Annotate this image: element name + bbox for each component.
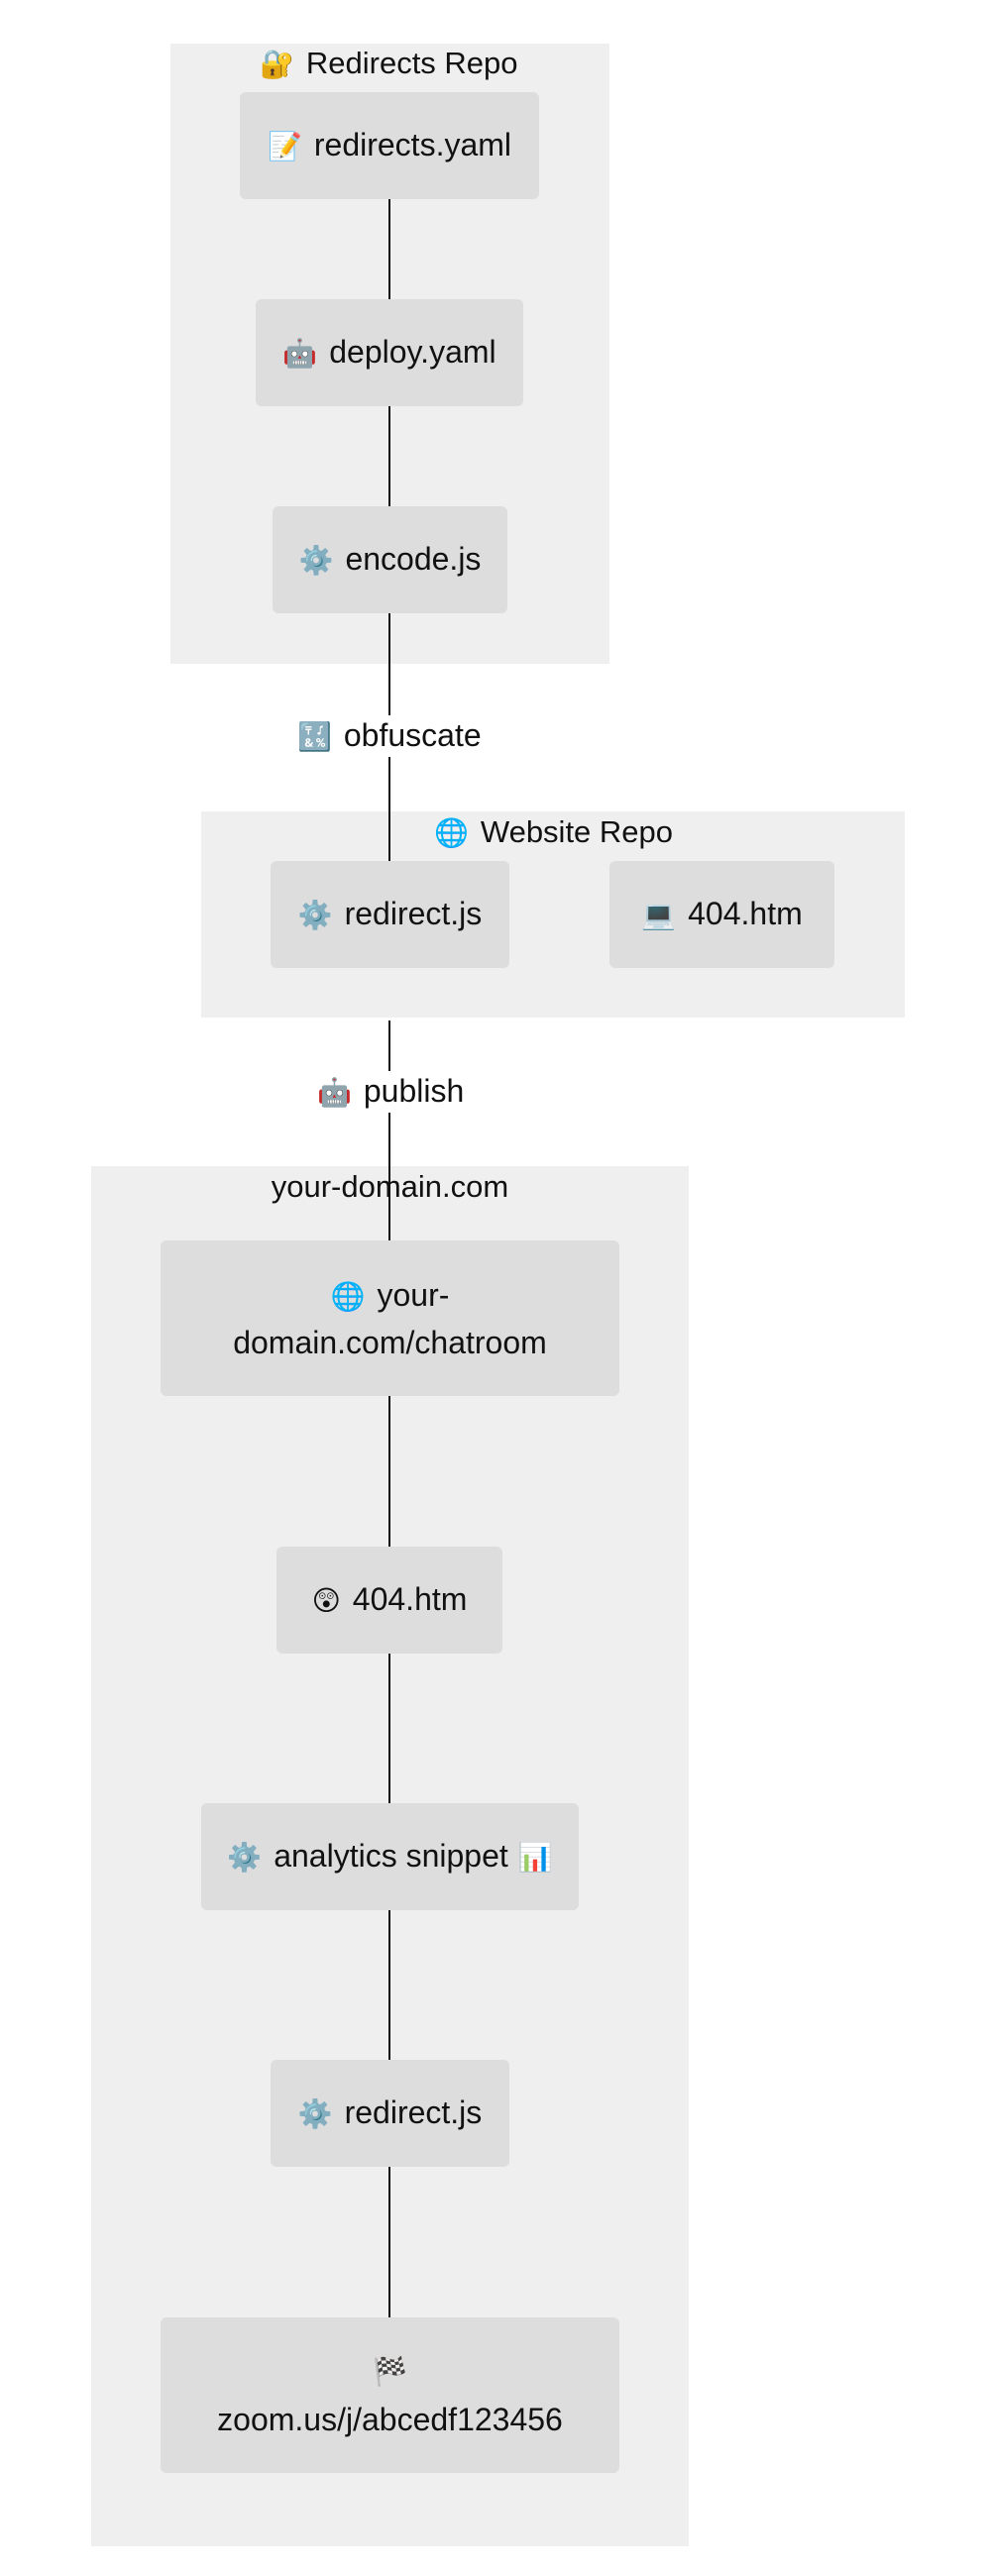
edge-label-text: publish: [363, 1073, 463, 1109]
lock-with-key-icon: 🔐: [260, 49, 294, 79]
bar-chart-icon: 📊: [517, 1842, 553, 1873]
astonished-face-icon: 😲: [311, 1585, 341, 1616]
node-label: redirect.js: [344, 2094, 483, 2130]
cluster-title-website-repo: 🌐 Website Repo: [434, 814, 672, 851]
node-redirect-js-domain[interactable]: ⚙️ redirect.js: [271, 2060, 509, 2167]
gear-icon: ⚙️: [298, 545, 334, 576]
node-label: 404.htm: [352, 1581, 468, 1617]
node-label: your-domain.com/chatroom: [233, 1276, 547, 1360]
node-label: zoom.us/j/abcedf123456: [217, 2401, 563, 2437]
cluster-label: your-domain.com: [271, 1169, 509, 1204]
cluster-label: Redirects Repo: [305, 46, 518, 80]
edge-label-text: obfuscate: [343, 717, 481, 753]
node-redirects-yaml[interactable]: 📝 redirects.yaml: [240, 92, 539, 199]
cluster-label: Website Repo: [480, 814, 672, 849]
node-zoom-url[interactable]: 🏁 zoom.us/j/abcedf123456: [161, 2317, 619, 2473]
node-404-domain[interactable]: 😲 404.htm: [276, 1547, 502, 1654]
node-label: deploy.yaml: [329, 334, 496, 370]
gear-icon: ⚙️: [297, 2098, 333, 2129]
globe-icon: 🌐: [434, 817, 469, 848]
laptop-icon: 💻: [641, 900, 677, 930]
robot-icon: 🤖: [282, 338, 318, 369]
cluster-title-your-domain: your-domain.com: [91, 1169, 689, 1205]
node-deploy-yaml[interactable]: 🤖 deploy.yaml: [256, 299, 523, 406]
gear-icon: ⚙️: [227, 1842, 263, 1873]
checkered-flag-icon: 🏁: [373, 2355, 407, 2387]
node-analytics-snippet[interactable]: ⚙️ analytics snippet 📊: [201, 1803, 579, 1910]
node-label: redirect.js: [344, 896, 483, 931]
node-label: redirects.yaml: [313, 127, 512, 162]
node-label: 404.htm: [688, 896, 803, 931]
gear-icon: ⚙️: [297, 900, 333, 930]
node-chatroom-url[interactable]: 🌐your-domain.com/chatroom: [161, 1240, 619, 1396]
robot-icon: 🤖: [317, 1077, 352, 1108]
edge-label-obfuscate: 🔣 obfuscate: [297, 715, 481, 757]
node-label: analytics snippet: [274, 1838, 508, 1874]
globe-icon: 🌐: [330, 1280, 366, 1312]
node-label: encode.js: [345, 541, 482, 577]
node-encode-js[interactable]: ⚙️ encode.js: [273, 506, 507, 613]
node-redirect-js-website[interactable]: ⚙️ redirect.js: [271, 861, 509, 968]
memo-icon: 📝: [267, 131, 302, 161]
edge-label-publish: 🤖 publish: [317, 1071, 463, 1113]
symbols-icon: 🔣: [297, 721, 332, 752]
node-404-website[interactable]: 💻 404.htm: [609, 861, 834, 968]
cluster-title-redirects-repo: 🔐 Redirects Repo: [260, 46, 522, 82]
